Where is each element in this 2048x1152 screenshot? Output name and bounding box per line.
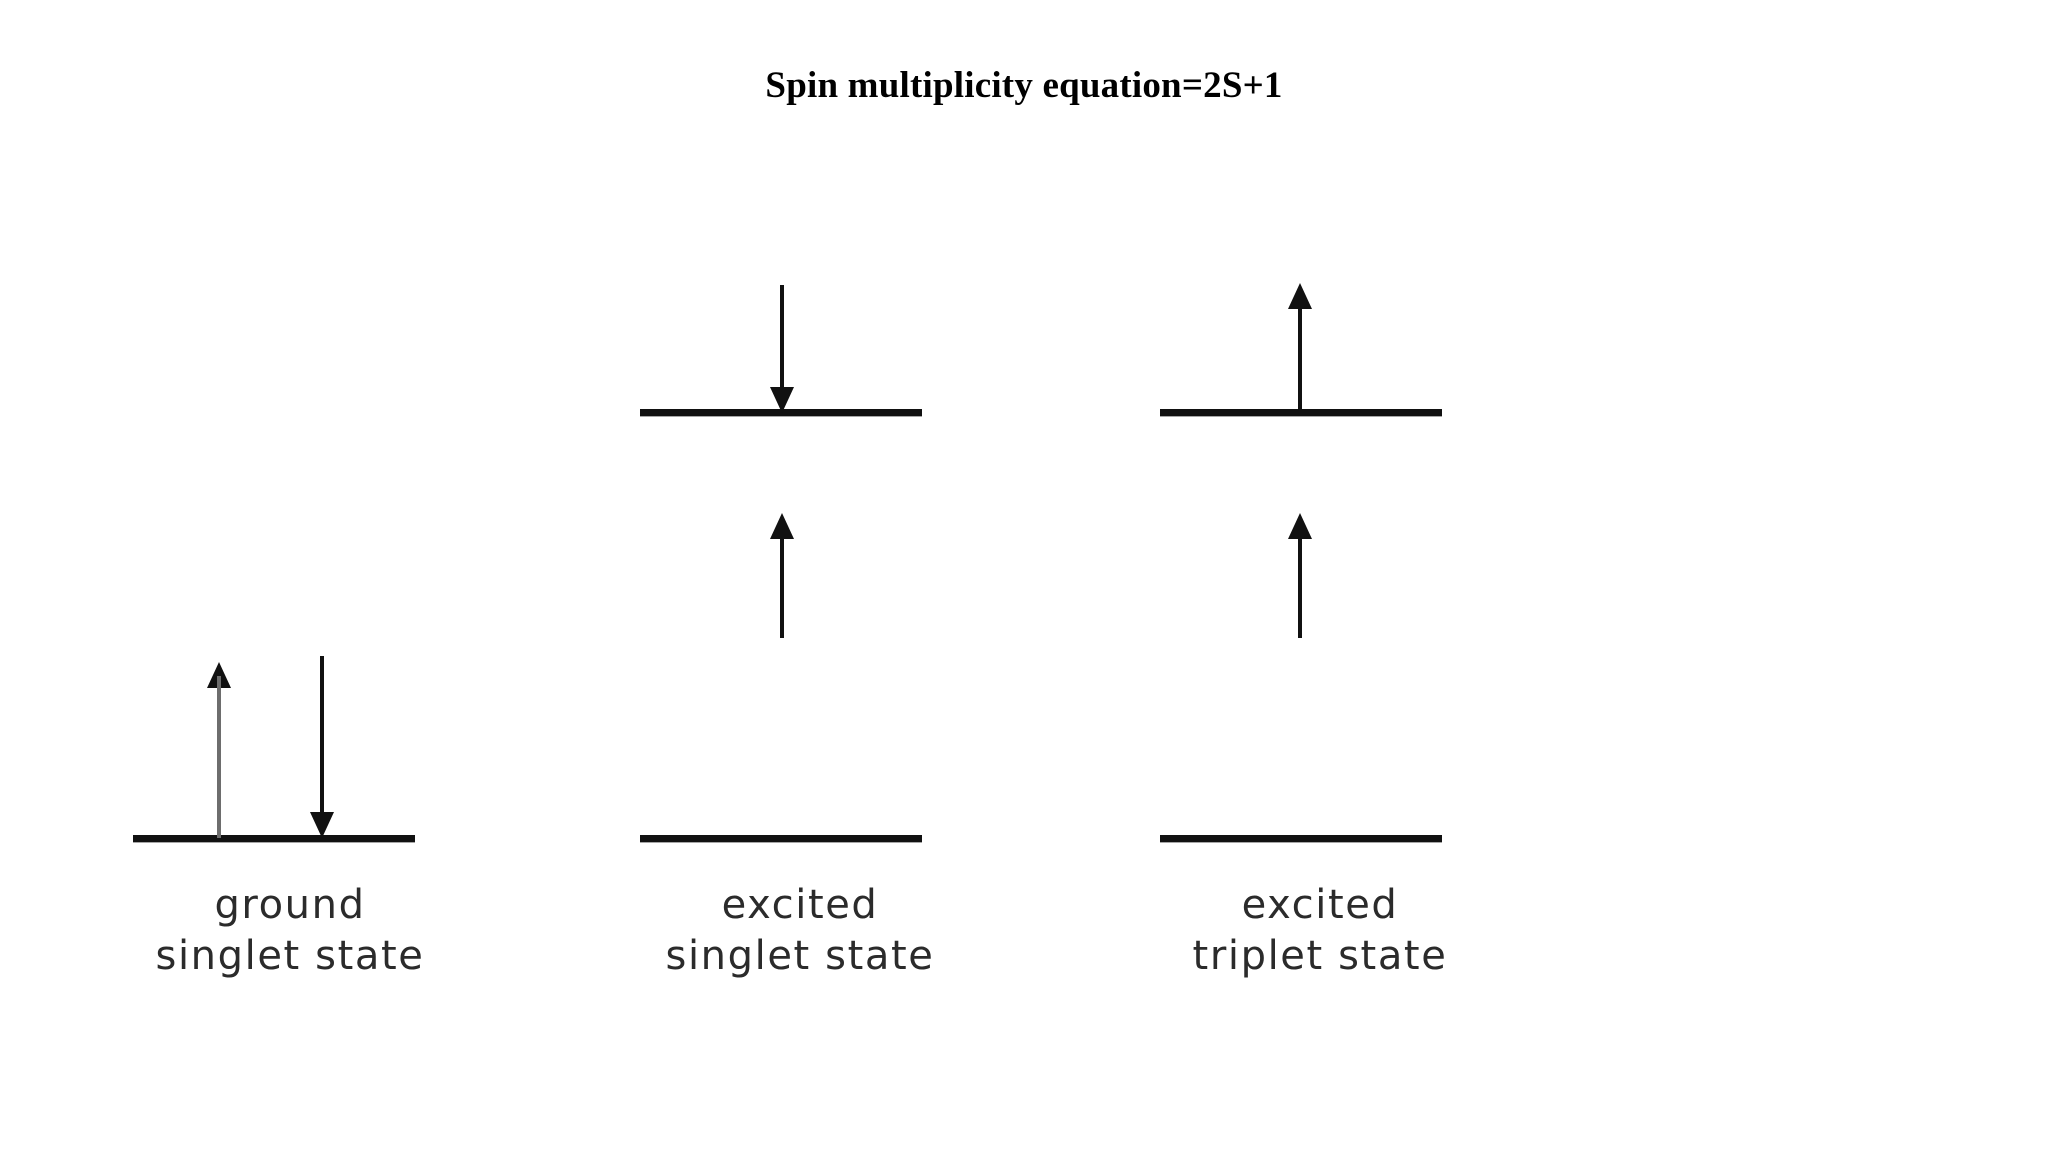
energy-level-lower-excited-triplet: [1160, 835, 1442, 842]
figure-title: Spin multiplicity equation=2S+1: [765, 65, 1283, 106]
arrow-shaft: [1298, 527, 1302, 638]
caption-line-1: excited: [1241, 882, 1399, 928]
electron-spin-up-arrow-lower-excited-triplet: [1285, 513, 1315, 638]
caption-line-1: ground: [214, 882, 366, 928]
arrow-shaft: [780, 527, 784, 638]
arrow-shaft: [217, 676, 221, 838]
caption-line-2: singlet state: [665, 933, 935, 980]
arrow-head-down-icon: [770, 387, 794, 413]
caption-line-2: triplet state: [1192, 933, 1448, 980]
arrow-shaft: [780, 285, 784, 391]
electron-spin-down-arrow-ground-singlet: [307, 656, 337, 838]
caption-line-1: excited: [721, 882, 879, 928]
caption-ground-singlet: ground singlet state: [10, 880, 570, 982]
electron-spin-up-arrow-excited-singlet: [767, 513, 797, 638]
electron-spin-up-arrow-upper-excited-triplet: [1285, 283, 1315, 413]
panel-excited-triplet: excited triplet state: [1040, 0, 1600, 1152]
caption-excited-triplet: excited triplet state: [1040, 880, 1600, 982]
caption-line-2: singlet state: [155, 933, 425, 980]
panel-ground-singlet: ground singlet state: [10, 0, 570, 1152]
electron-spin-up-arrow-ground-singlet: [204, 662, 234, 838]
panel-excited-singlet: excited singlet state: [520, 0, 1080, 1152]
energy-level-lower-excited-singlet: [640, 835, 922, 842]
caption-excited-singlet: excited singlet state: [520, 880, 1080, 982]
arrow-head-down-icon: [310, 812, 334, 838]
energy-level-lower-ground-singlet: [133, 835, 415, 842]
electron-spin-down-arrow-excited-singlet: [767, 285, 797, 413]
arrow-shaft: [320, 656, 324, 816]
arrow-shaft: [1298, 297, 1302, 413]
